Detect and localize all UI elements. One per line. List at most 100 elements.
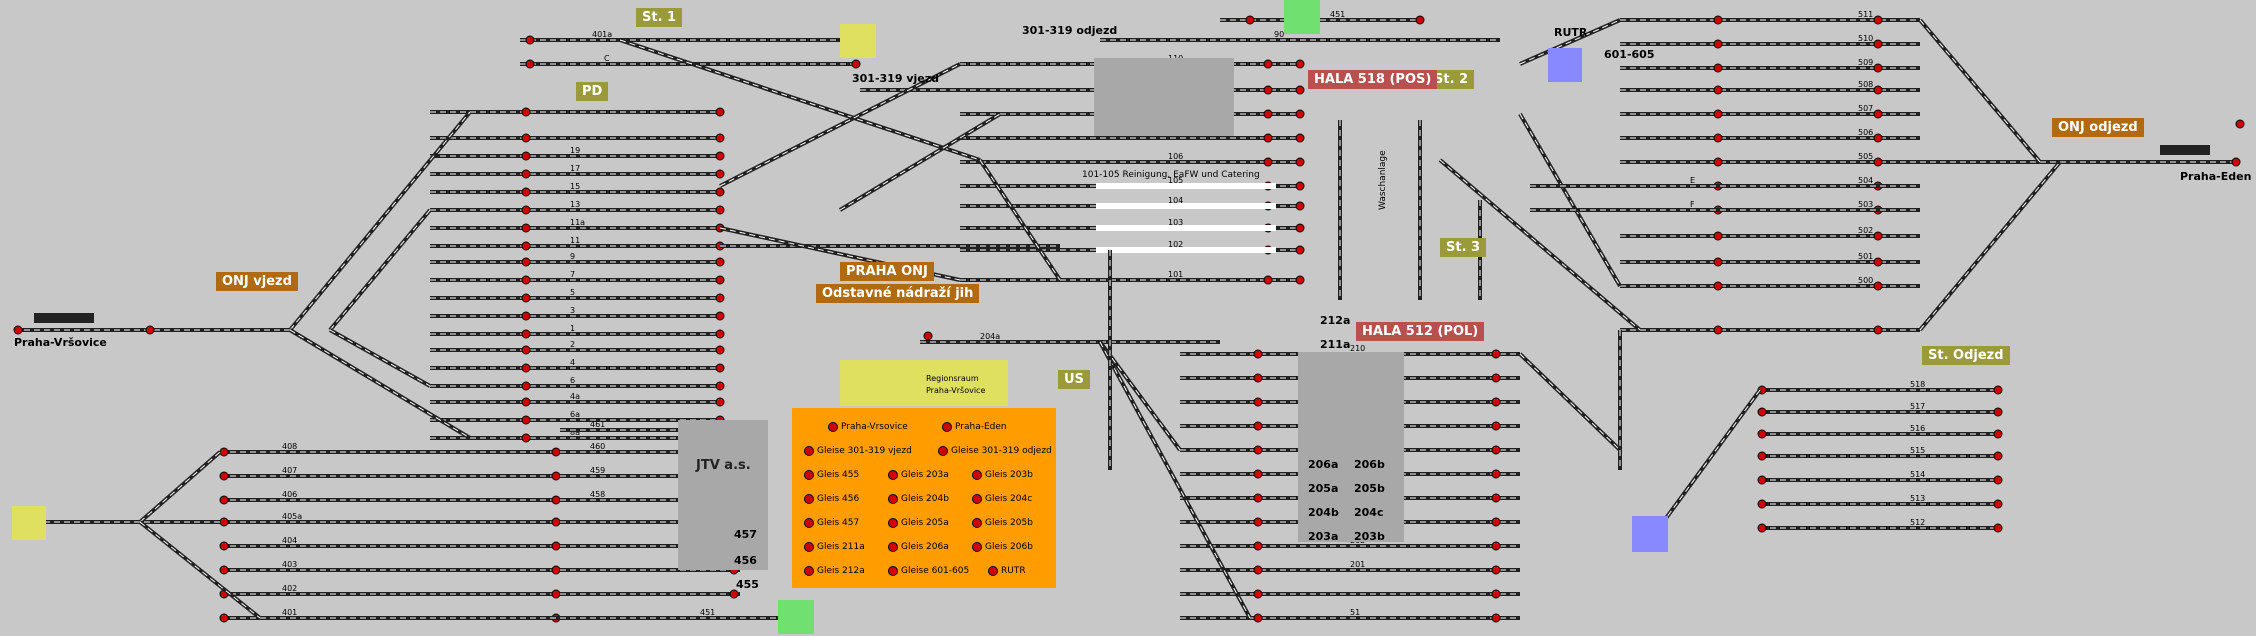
signal-icon[interactable] — [1263, 109, 1273, 119]
legend-item[interactable]: Gleis 205b — [972, 518, 1033, 528]
signal-icon[interactable] — [1295, 157, 1305, 167]
label-203a[interactable]: 203a — [1308, 530, 1339, 543]
legend-item[interactable]: Gleis 455 — [804, 470, 859, 480]
signal-icon[interactable] — [715, 397, 725, 407]
signal-icon[interactable] — [1263, 85, 1273, 95]
signal-icon[interactable] — [551, 541, 561, 551]
label-st3[interactable]: St. 3 — [1440, 238, 1487, 257]
signal-icon[interactable] — [1713, 109, 1723, 119]
signal-icon[interactable] — [1253, 517, 1263, 527]
signal-icon[interactable] — [715, 381, 725, 391]
signal-icon[interactable] — [715, 293, 725, 303]
signal-icon[interactable] — [521, 187, 531, 197]
signal-icon[interactable] — [521, 169, 531, 179]
label-203b[interactable]: 203b — [1354, 530, 1385, 543]
signal-icon[interactable] — [1295, 245, 1305, 255]
signal-icon[interactable] — [1253, 541, 1263, 551]
signal-icon[interactable] — [219, 447, 229, 457]
signal-icon[interactable] — [1295, 59, 1305, 69]
legend-item[interactable]: Gleis 456 — [804, 494, 859, 504]
signal-icon[interactable] — [145, 325, 155, 335]
signal-icon[interactable] — [1873, 325, 1883, 335]
signal-icon[interactable] — [1491, 565, 1501, 575]
signal-icon[interactable] — [1713, 63, 1723, 73]
legend-item[interactable]: Gleis 206b — [972, 542, 1033, 552]
signal-icon[interactable] — [551, 495, 561, 505]
signal-icon[interactable] — [1491, 613, 1501, 623]
signal-icon[interactable] — [1873, 109, 1883, 119]
signal-icon[interactable] — [1757, 407, 1767, 417]
signal-icon[interactable] — [1263, 133, 1273, 143]
signal-icon[interactable] — [1713, 257, 1723, 267]
label-206a[interactable]: 206a — [1308, 458, 1339, 471]
signal-icon[interactable] — [219, 541, 229, 551]
legend-item[interactable]: Gleise 601-605 — [888, 566, 969, 576]
label-jtv[interactable]: JTV a.s. — [696, 458, 751, 473]
label-pd[interactable]: PD — [576, 82, 609, 101]
signal-icon[interactable] — [715, 205, 725, 215]
label-212a[interactable]: 212a — [1320, 314, 1351, 327]
label-206b[interactable]: 206b — [1354, 458, 1385, 471]
signal-icon[interactable] — [1993, 429, 2003, 439]
label-204b[interactable]: 204b — [1308, 506, 1339, 519]
label-601-605[interactable]: 601-605 — [1604, 48, 1655, 61]
label-onj-vjezd[interactable]: ONJ vjezd — [216, 272, 298, 291]
signal-icon[interactable] — [1491, 589, 1501, 599]
signal-icon[interactable] — [1415, 15, 1425, 25]
signal-icon[interactable] — [219, 471, 229, 481]
label-455[interactable]: 455 — [736, 578, 759, 591]
station-praha-vrsovice[interactable]: Praha-Vršovice — [14, 336, 107, 349]
legend-item[interactable]: Gleise 301-319 odjezd — [938, 446, 1052, 456]
signal-icon[interactable] — [1253, 493, 1263, 503]
signal-icon[interactable] — [1491, 493, 1501, 503]
signal-icon[interactable] — [1993, 499, 2003, 509]
label-onj-odjezd[interactable]: ONJ odjezd — [2052, 118, 2144, 137]
signal-icon[interactable] — [1295, 109, 1305, 119]
signal-icon[interactable] — [1491, 373, 1501, 383]
signal-icon[interactable] — [521, 223, 531, 233]
signal-icon[interactable] — [1295, 85, 1305, 95]
signal-icon[interactable] — [1757, 429, 1767, 439]
label-st1[interactable]: St. 1 — [636, 8, 683, 27]
signal-icon[interactable] — [521, 311, 531, 321]
signal-icon[interactable] — [1253, 589, 1263, 599]
signal-icon[interactable] — [551, 447, 561, 457]
signal-icon[interactable] — [521, 151, 531, 161]
signal-icon[interactable] — [1253, 421, 1263, 431]
label-456[interactable]: 456 — [734, 554, 757, 567]
signal-icon[interactable] — [521, 329, 531, 339]
signal-icon[interactable] — [521, 381, 531, 391]
signal-icon[interactable] — [851, 59, 861, 69]
signal-icon[interactable] — [715, 329, 725, 339]
signal-icon[interactable] — [1873, 39, 1883, 49]
signal-icon[interactable] — [521, 397, 531, 407]
signal-icon[interactable] — [1873, 15, 1883, 25]
legend-item[interactable]: Gleis 204b — [888, 494, 949, 504]
signal-icon[interactable] — [219, 565, 229, 575]
signal-icon[interactable] — [1873, 157, 1883, 167]
signal-icon[interactable] — [1491, 517, 1501, 527]
signal-icon[interactable] — [1713, 15, 1723, 25]
signal-icon[interactable] — [715, 311, 725, 321]
signal-icon[interactable] — [521, 415, 531, 425]
signal-icon[interactable] — [551, 471, 561, 481]
legend-item[interactable]: Gleis 211a — [804, 542, 865, 552]
signal-icon[interactable] — [1873, 281, 1883, 291]
signal-icon[interactable] — [1295, 201, 1305, 211]
legend-item[interactable]: Praha-Vrsovice — [828, 422, 908, 432]
label-301-319-odjezd[interactable]: 301-319 odjezd — [1022, 24, 1118, 37]
signal-icon[interactable] — [1491, 541, 1501, 551]
signal-icon[interactable] — [715, 169, 725, 179]
signal-icon[interactable] — [1873, 133, 1883, 143]
signal-icon[interactable] — [1713, 231, 1723, 241]
label-211a[interactable]: 211a — [1320, 338, 1351, 351]
signal-icon[interactable] — [521, 345, 531, 355]
signal-icon[interactable] — [1757, 523, 1767, 533]
signal-icon[interactable] — [521, 293, 531, 303]
label-st2[interactable]: St. 2 — [1428, 70, 1475, 89]
label-hala518[interactable]: HALA 518 (POS) — [1308, 70, 1438, 89]
legend-item[interactable]: Gleis 205a — [888, 518, 949, 528]
signal-icon[interactable] — [1993, 475, 2003, 485]
signal-icon[interactable] — [551, 589, 561, 599]
legend-item[interactable]: RUTR — [988, 566, 1026, 576]
